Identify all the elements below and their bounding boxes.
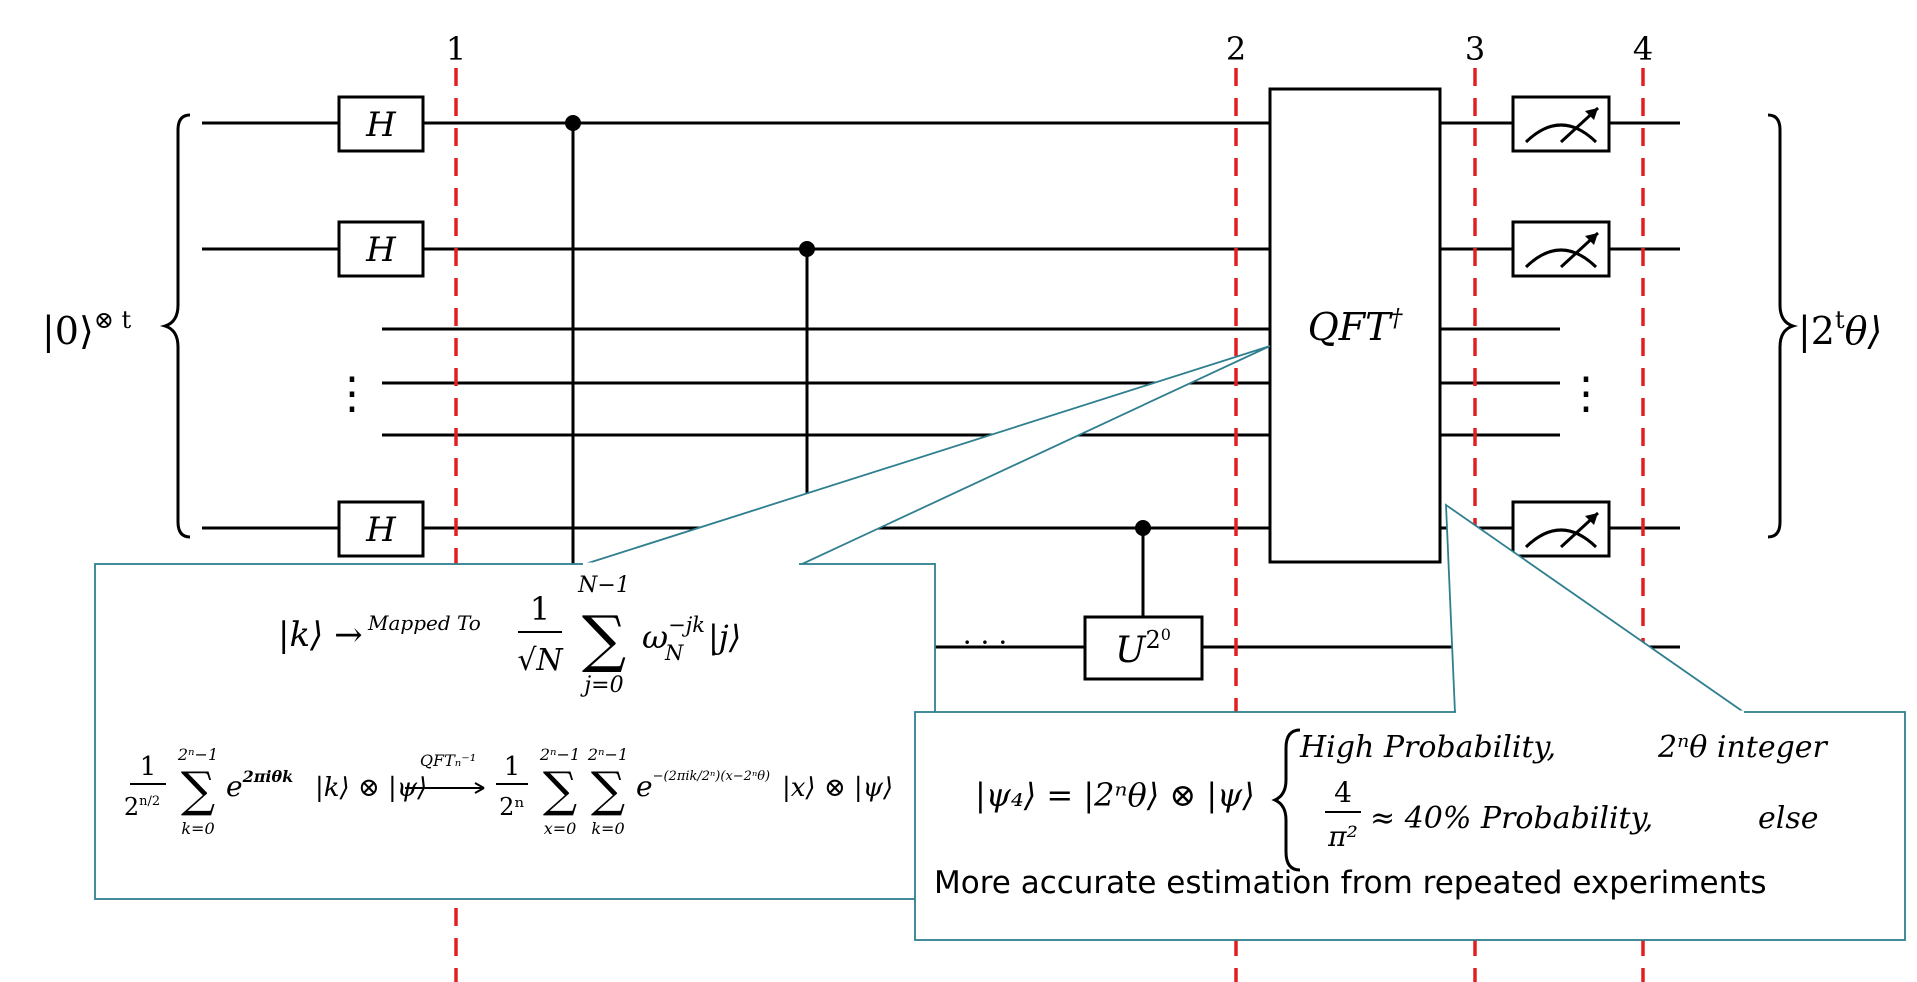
stage-label-3: 3 — [1465, 30, 1485, 68]
formula2-exp2-base: e — [636, 770, 653, 803]
control-dot-2 — [799, 241, 815, 257]
input-brace — [159, 113, 191, 539]
formula2-sum3-top: 2ⁿ−1 — [587, 745, 628, 764]
hadamard-gate-t[interactable]: H — [337, 500, 425, 558]
callout-right-formula: |ψ₄⟩ = |2ⁿθ⟩ ⊗ |ψ⟩ High Probability, 2ⁿθ… — [934, 728, 1829, 901]
case2-den: π² — [1327, 820, 1358, 853]
meter-icon — [1524, 248, 1598, 269]
case1-label: High Probability, — [1299, 730, 1556, 765]
formula1-ket-j: |j⟩ — [708, 618, 741, 656]
formula2-exp1: e2πiθk — [226, 767, 293, 803]
formula2-exp2: e−(2πik/2ⁿ)(x−2ⁿθ) — [636, 769, 770, 803]
output-state-prefix: |2 — [1798, 309, 1835, 353]
formula2-arrow-head — [474, 782, 485, 794]
formula2-sum1-sign: ∑ — [181, 762, 215, 818]
formula2-sum2-sign: ∑ — [543, 762, 577, 818]
measurement-meter-t[interactable] — [1511, 500, 1611, 558]
output-state-sup: t — [1835, 306, 1845, 334]
formula2-sum2-bot: x=0 — [544, 819, 577, 838]
callout-right-box — [914, 711, 1906, 941]
output-brace — [1767, 113, 1799, 539]
output-state-suffix: θ⟩ — [1845, 309, 1883, 353]
formula2-frac2-num: 1 — [504, 752, 521, 782]
formula2-sum1-bot: k=0 — [181, 819, 214, 838]
input-state-ket: |0⟩ — [42, 309, 94, 353]
case2-cond: else — [1758, 801, 1819, 836]
hadamard-gate-2[interactable]: H — [337, 220, 425, 278]
case2-num: 4 — [1334, 776, 1352, 809]
formula1-mapped-to: Mapped To — [367, 611, 481, 635]
formula1-frac-den: √N — [517, 643, 564, 678]
stage-label-1: 1 — [446, 30, 466, 68]
hadamard-label: H — [365, 105, 397, 145]
stage-label-4: 4 — [1633, 30, 1653, 68]
formula2-tail: |x⟩ ⊗ |ψ⟩ — [782, 773, 893, 803]
formula2-frac1-den-sup: n/2 — [139, 794, 160, 809]
formula2-exp1-base: e — [226, 770, 243, 803]
stage-label-2: 2 — [1226, 30, 1246, 68]
unitary-exp-base: 2 — [1145, 626, 1160, 654]
qft-dagger-sup: † — [1390, 304, 1403, 332]
callout-left-pointer — [581, 345, 1271, 566]
formula1-ket-k: |k⟩ → — [278, 615, 363, 655]
formula2-sum2-top: 2ⁿ−1 — [539, 745, 580, 764]
formula2-arrow-label: QFTₙ⁻¹ — [420, 751, 476, 770]
meter-needle-tip — [1585, 108, 1598, 120]
input-state-label: |0⟩⊗ t — [42, 306, 132, 353]
vertical-ellipsis-right: ⋮ — [1564, 368, 1608, 419]
unitary-exp-exp: 0 — [1161, 625, 1171, 644]
formula2-exp1-sup: 2πiθk — [242, 767, 294, 786]
measurement-meter-2[interactable] — [1511, 220, 1611, 278]
formula1-omega-sub: N — [664, 641, 684, 665]
formula2-sum3-sign: ∑ — [591, 762, 625, 818]
callout-left-formula-1: |k⟩ → Mapped To 1 √N N−1 ∑ j=0 ω−jk N |j… — [278, 573, 741, 698]
formula2-exp2-sup: −(2πik/2ⁿ)(x−2ⁿθ) — [653, 769, 771, 784]
qft-dagger-gate[interactable]: QFT† — [1268, 87, 1442, 564]
control-dot-3 — [1135, 520, 1151, 536]
psi4-lhs: |ψ₄⟩ = |2ⁿθ⟩ ⊗ |ψ⟩ — [975, 776, 1255, 814]
callout-left-box — [94, 563, 936, 900]
control-dot-1 — [565, 115, 581, 131]
formula1-frac-num: 1 — [530, 590, 550, 628]
input-state-power: ⊗ t — [94, 306, 132, 334]
callout-left-formula-2: 1 2n/2 2ⁿ−1 ∑ k=0 e2πiθk |k⟩ ⊗ |ψ⟩ QFTₙ⁻… — [124, 745, 893, 838]
meter-needle-tip — [1585, 233, 1598, 245]
meter-needle-tip — [1585, 513, 1598, 525]
formula1-omega-sup: −jk — [668, 613, 705, 637]
formula2-frac1-den: 2n/2 — [124, 793, 160, 821]
formula1-omega: ω−jk — [642, 613, 705, 656]
formula2-frac1-den-base: 2 — [124, 793, 139, 821]
cases-brace — [1271, 728, 1301, 872]
output-state-label: |2tθ⟩ — [1798, 306, 1882, 353]
target-wire-ellipsis: · · · — [963, 626, 1008, 659]
case2-label: ≈ 40% Probability, — [1370, 801, 1653, 836]
hadamard-label: H — [365, 230, 397, 270]
unitary-label: U20 — [1115, 625, 1171, 671]
qft-label-text: QFT — [1308, 305, 1394, 349]
formula2-frac2-den: 2ⁿ — [499, 793, 525, 821]
formula2-sum3-bot: k=0 — [591, 819, 624, 838]
hadamard-label: H — [365, 510, 397, 550]
unitary-base: U — [1115, 630, 1147, 671]
qft-label: QFT† — [1308, 304, 1404, 349]
formula1-sum-top: N−1 — [577, 573, 630, 598]
callout-right-footer: More accurate estimation from repeated e… — [934, 865, 1767, 901]
meter-icon — [1524, 528, 1598, 549]
measurement-meter-1[interactable] — [1511, 95, 1611, 153]
meter-icon — [1524, 123, 1598, 144]
formula1-sum-bot: j=0 — [579, 673, 623, 698]
formula2-sum1-top: 2ⁿ−1 — [177, 745, 218, 764]
case1-cond: 2ⁿθ integer — [1657, 730, 1829, 765]
formula2-frac1-num: 1 — [140, 752, 157, 782]
hadamard-gate-1[interactable]: H — [337, 95, 425, 153]
vertical-ellipsis-left: ⋮ — [330, 368, 374, 419]
unitary-gate[interactable]: U20 — [1083, 615, 1204, 681]
formula1-omega-base: ω — [642, 618, 668, 656]
formula1-sum-sign: ∑ — [582, 602, 626, 675]
